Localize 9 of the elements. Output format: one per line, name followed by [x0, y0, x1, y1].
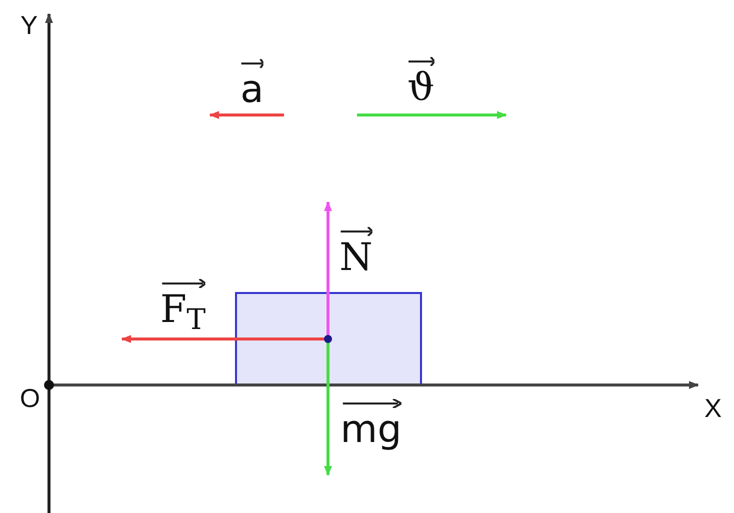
- axis-label: Y: [20, 10, 38, 40]
- vector-label: mg: [340, 407, 402, 451]
- block: [235, 292, 422, 386]
- vector-label: N: [339, 235, 373, 279]
- axis-label: X: [704, 393, 722, 423]
- vector-label: F$_{T}$: [160, 287, 206, 331]
- origin-label: O: [20, 383, 40, 413]
- vector-label: a: [240, 67, 264, 111]
- vector-label: ϑ: [407, 65, 435, 109]
